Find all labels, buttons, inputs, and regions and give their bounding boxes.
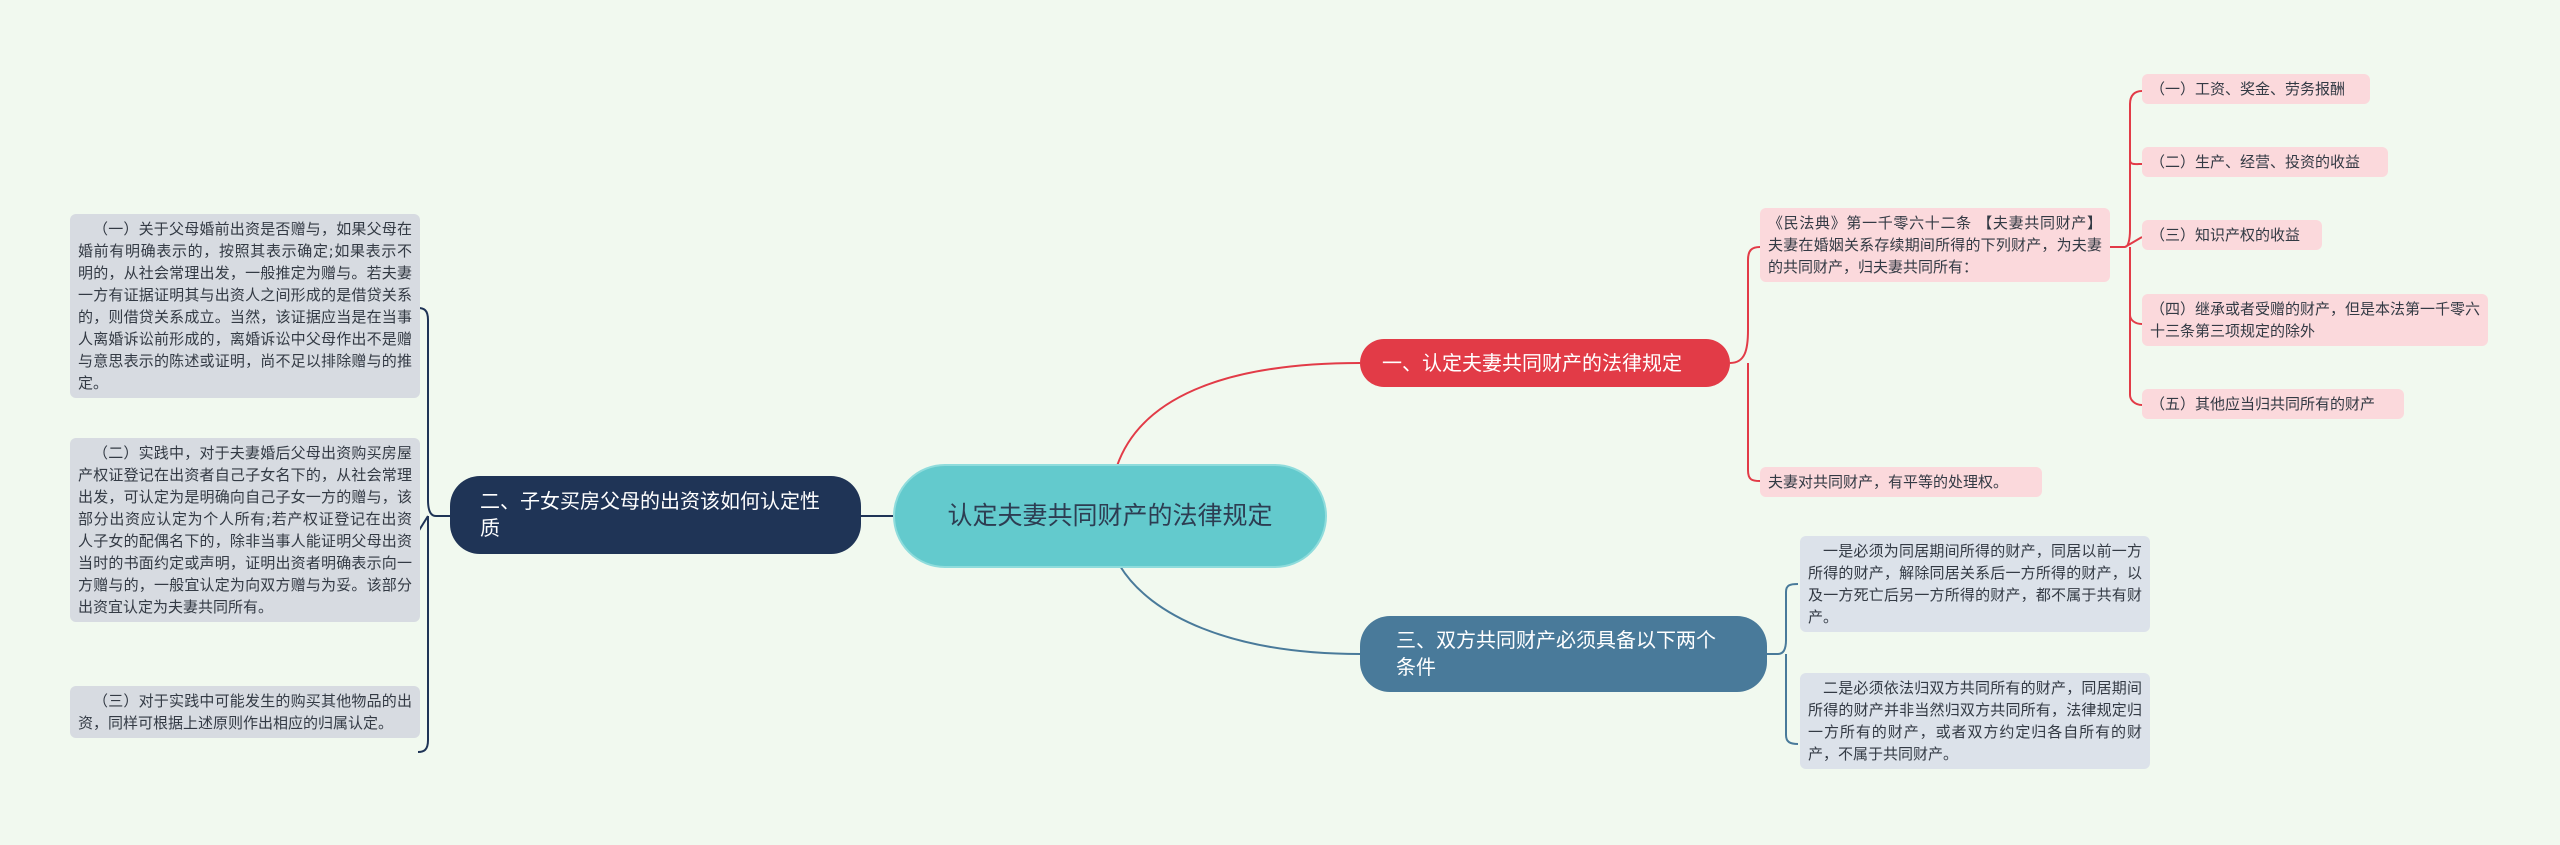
leaf-item-inheritance-text: （四）继承或者受赠的财产，但是本法第一千零六十三条第三项规定的除外 [2150,300,2481,340]
leaf-postmarital-contribution-text: （二）实践中，对于夫妻婚后父母出资购买房屋产权证登记在出资者自己子女名下的，从社… [78,444,412,616]
leaf-item-business-income[interactable]: （二）生产、经营、投资的收益 [2142,147,2388,177]
link-branch3-children [1767,583,1799,745]
leaf-condition-cohabitation-period[interactable]: 一是必须为同居期间所得的财产，同居以前一方所得的财产，解除同居关系后一方所得的财… [1800,536,2150,632]
leaf-item-wages[interactable]: （一）工资、奖金、劳务报酬 [2142,74,2370,104]
branch-joint-property-conditions-label: 三、双方共同财产必须具备以下两个条件 [1396,628,1716,679]
leaf-item-inheritance[interactable]: （四）继承或者受赠的财产，但是本法第一千零六十三条第三项规定的除外 [2142,294,2488,346]
leaf-civil-code-statute-text: 《民法典》第一千零六十二条 【夫妻共同财产】夫妻在婚姻关系存续期间所得的下列财产… [1768,214,2102,276]
leaf-equal-disposal-right-text: 夫妻对共同财产，有平等的处理权。 [1768,473,2009,491]
branch-joint-property-conditions[interactable]: 三、双方共同财产必须具备以下两个条件 [1360,616,1767,692]
branch-parent-contribution[interactable]: 二、子女买房父母的出资该如何认定性质 [450,476,861,554]
central-topic-label: 认定夫妻共同财产的法律规定 [947,501,1273,530]
branch-parent-contribution-label: 二、子女买房父母的出资该如何认定性质 [480,489,820,540]
leaf-condition-legal-ownership[interactable]: 二是必须依法归双方共同所有的财产，同居期间所得的财产并非当然归双方共同所有，法律… [1800,673,2150,769]
leaf-item-wages-text: （一）工资、奖金、劳务报酬 [2150,80,2346,98]
leaf-premarital-contribution-text: （一）关于父母婚前出资是否赠与，如果父母在婚前有明确表示的，按照其表示确定;如果… [78,220,412,392]
leaf-postmarital-contribution[interactable]: （二）实践中，对于夫妻婚后父母出资购买房屋产权证登记在出资者自己子女名下的，从社… [70,438,420,622]
link-branch1-children [1729,246,1761,482]
leaf-other-purchases[interactable]: （三）对于实践中可能发生的购买其他物品的出资，同样可根据上述原则作出相应的归属认… [70,686,420,738]
leaf-item-other-property[interactable]: （五）其他应当归共同所有的财产 [2142,389,2404,419]
link-center-branch1 [1116,362,1361,467]
link-branch2-children [417,307,450,753]
leaf-civil-code-statute[interactable]: 《民法典》第一千零六十二条 【夫妻共同财产】夫妻在婚姻关系存续期间所得的下列财产… [1760,208,2110,282]
leaf-item-ip-income-text: （三）知识产权的收益 [2150,226,2301,244]
leaf-item-ip-income[interactable]: （三）知识产权的收益 [2142,220,2322,250]
leaf-condition-cohabitation-period-text: 一是必须为同居期间所得的财产，同居以前一方所得的财产，解除同居关系后一方所得的财… [1808,542,2142,626]
central-topic[interactable]: 认定夫妻共同财产的法律规定 [893,464,1327,568]
link-center-branch3 [1119,565,1361,655]
branch-legal-provision-label: 一、认定夫妻共同财产的法律规定 [1382,350,1682,375]
leaf-other-purchases-text: （三）对于实践中可能发生的购买其他物品的出资，同样可根据上述原则作出相应的归属认… [78,692,412,732]
branch-legal-provision[interactable]: 一、认定夫妻共同财产的法律规定 [1360,339,1730,387]
leaf-condition-legal-ownership-text: 二是必须依法归双方共同所有的财产，同居期间所得的财产并非当然归双方共同所有，法律… [1808,679,2142,763]
leaf-equal-disposal-right[interactable]: 夫妻对共同财产，有平等的处理权。 [1760,467,2042,497]
leaf-item-business-income-text: （二）生产、经营、投资的收益 [2150,153,2361,171]
leaf-premarital-contribution[interactable]: （一）关于父母婚前出资是否赠与，如果父母在婚前有明确表示的，按照其表示确定;如果… [70,214,420,398]
leaf-item-other-property-text: （五）其他应当归共同所有的财产 [2150,395,2376,413]
